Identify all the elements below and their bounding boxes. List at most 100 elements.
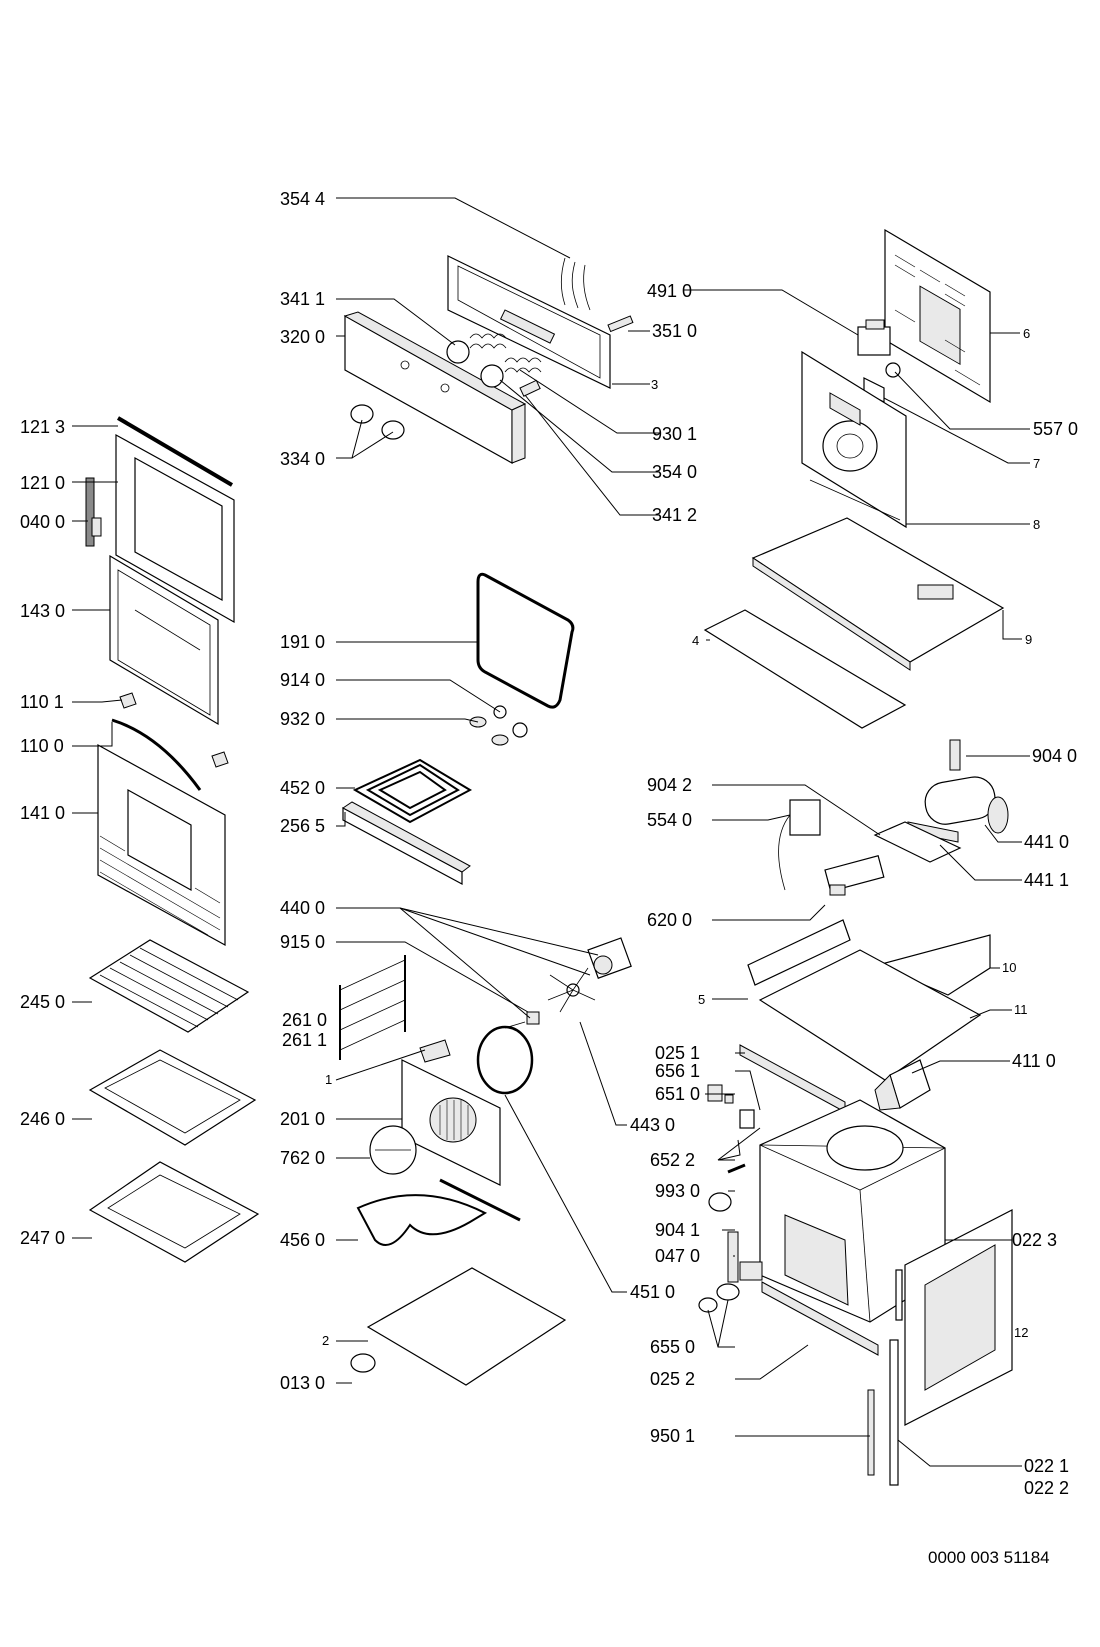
door-hinge-part	[85, 477, 102, 547]
callout-label: 121 3	[20, 417, 65, 437]
callout-label: 5	[698, 992, 705, 1007]
fan-blade-part	[547, 967, 596, 1013]
foot-part	[350, 1353, 376, 1373]
inner-glass-part	[109, 554, 219, 726]
callout-label: 341 1	[280, 289, 325, 309]
callout-label: 456 0	[280, 1230, 325, 1250]
spring-part	[469, 333, 542, 373]
callout-label: 3	[651, 377, 658, 392]
callout-label: 141 0	[20, 803, 65, 823]
callout-label: 904 0	[1032, 746, 1077, 766]
callout-label: 354 4	[280, 189, 325, 209]
callout-label: 040 0	[20, 512, 65, 532]
fan-motor-part	[587, 937, 632, 979]
callout-label: 451 0	[630, 1282, 675, 1302]
callout-label: 341 2	[652, 505, 697, 525]
callout-label: 655 0	[650, 1337, 695, 1357]
control-panel-frame-part	[447, 255, 611, 389]
callout-label: 1	[325, 1072, 332, 1087]
transformer-part	[857, 319, 891, 356]
callout-label: 201 0	[280, 1109, 325, 1129]
callout-label: 047 0	[655, 1246, 700, 1266]
callout-label: 6	[1023, 326, 1030, 341]
callout-label: 191 0	[280, 632, 325, 652]
junction-box-part	[874, 1059, 931, 1111]
heat-shield-part	[342, 801, 471, 886]
selector-switch-part	[824, 855, 885, 896]
callout-label: 557 0	[1033, 419, 1078, 439]
callout-label: 411 0	[1012, 1051, 1056, 1071]
callout-label: 932 0	[280, 709, 325, 729]
callout-label: 9	[1025, 632, 1032, 647]
callout-label: 022 2	[1024, 1478, 1069, 1498]
callout-label: 261 1	[282, 1030, 327, 1050]
callout-label: 12	[1014, 1325, 1028, 1340]
callout-label: 652 2	[650, 1150, 695, 1170]
callout-label: 110 0	[20, 736, 64, 756]
knob-part	[350, 404, 405, 440]
callout-label: 620 0	[647, 910, 692, 930]
baking-tray-part	[88, 1049, 257, 1146]
outer-door-glass-part	[97, 743, 226, 947]
glass-clip-part	[111, 692, 229, 791]
wire-rack-part	[88, 939, 250, 1033]
front-control-panel-part	[343, 311, 527, 465]
callout-label: 930 1	[652, 424, 697, 444]
mount-bracket-part	[419, 1039, 451, 1063]
callout-label: 022 1	[1024, 1456, 1069, 1476]
callout-label: 110 1	[20, 692, 64, 712]
pin-part	[607, 315, 634, 333]
oven-back-panel-part	[401, 1059, 501, 1186]
callout-label: 2	[322, 1333, 329, 1348]
hinge-strip-part	[727, 1231, 739, 1283]
shelf-support-part	[339, 955, 406, 1060]
top-cover-panel-part	[751, 517, 1005, 671]
document-id: 0000 003 51184	[928, 1548, 1050, 1567]
callout-label: 320 0	[280, 327, 325, 347]
control-knob-part	[708, 1192, 732, 1212]
callout-label: 10	[1002, 960, 1016, 975]
fan-nut-part	[526, 1011, 540, 1025]
callout-label: 904 1	[655, 1220, 700, 1240]
oven-cavity-part	[759, 1099, 946, 1323]
oven-thermostat-part	[778, 799, 821, 891]
callout-label: 440 0	[280, 898, 325, 918]
callout-label: 4	[692, 633, 699, 648]
top-insulation-panel-part	[703, 609, 907, 729]
base-frame-part	[739, 949, 982, 1113]
callout-label: 11	[1014, 1002, 1028, 1017]
bottom-panel-part	[366, 1267, 567, 1386]
callout-label: 013 0	[280, 1373, 325, 1393]
callout-label: 025 1	[655, 1043, 700, 1063]
callout-label: 121 0	[20, 473, 65, 493]
callout-label: 7	[1033, 456, 1040, 471]
callout-label: 762 0	[280, 1148, 325, 1168]
callout-label: 915 0	[280, 932, 325, 952]
callout-label: 443 0	[630, 1115, 675, 1135]
callout-label: 993 0	[655, 1181, 700, 1201]
callout-label: 022 3	[1012, 1230, 1057, 1250]
door-gasket-part	[476, 572, 575, 709]
shaft-part	[519, 379, 541, 397]
limiter-part	[698, 1261, 763, 1313]
callout-label: 334 0	[280, 449, 325, 469]
screw-part	[727, 1163, 746, 1174]
dial-disc-part	[446, 340, 504, 388]
door-trim-part	[116, 416, 234, 487]
callout-label: 904 2	[647, 775, 692, 795]
callout-label: 246 0	[20, 1109, 65, 1129]
callout-label: 441 0	[1024, 832, 1069, 852]
switch-part	[707, 1084, 755, 1129]
callout-label: 950 1	[650, 1426, 695, 1446]
callout-label: 656 1	[655, 1061, 700, 1081]
callout-label: 491 0	[647, 281, 692, 301]
grill-heating-element-part	[352, 758, 473, 824]
callout-label: 256 5	[280, 816, 325, 836]
callout-label: 247 0	[20, 1228, 65, 1248]
door-frame-part	[115, 433, 235, 624]
rear-panel-part	[884, 228, 991, 404]
callout-label: 651 0	[655, 1084, 700, 1104]
callout-label: 351 0	[652, 321, 697, 341]
callout-label: 025 2	[650, 1369, 695, 1389]
